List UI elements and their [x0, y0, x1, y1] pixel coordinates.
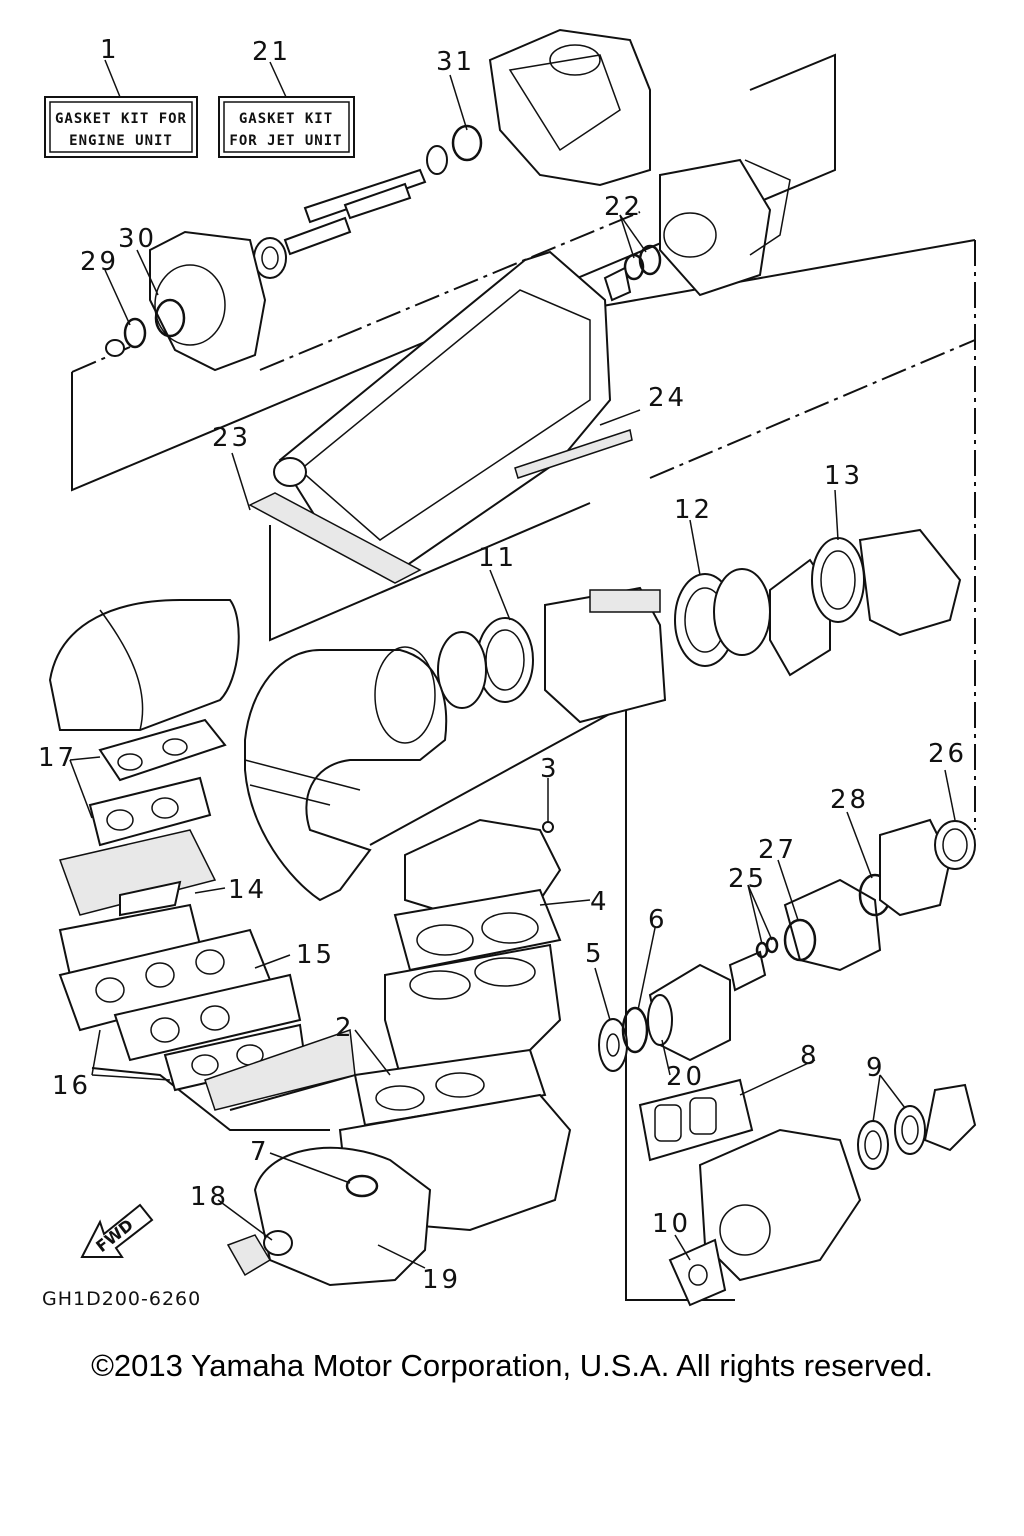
callout-26: 26 [928, 739, 967, 769]
callout-29: 29 [80, 247, 119, 277]
callout-25: 25 [728, 864, 767, 894]
callout-14: 14 [228, 875, 267, 905]
exhaust-system [437, 528, 962, 724]
callout-27: 27 [758, 835, 797, 865]
forward-arrow-icon: FWD [80, 1203, 154, 1258]
callout-5: 5 [585, 939, 605, 969]
copyright-notice: ©2013 Yamaha Motor Corporation, U.S.A. A… [91, 1348, 933, 1383]
callout-8: 8 [800, 1041, 820, 1071]
callout-17: 17 [38, 743, 77, 773]
intake-duct [248, 250, 633, 584]
exhaust-pipe [48, 599, 448, 902]
jet-pump-housing [488, 28, 791, 302]
leader-lines [69, 59, 956, 1269]
kit-engine-line2: ENGINE UNIT [69, 133, 173, 149]
callout-labels: 1 21 31 22 30 29 24 23 13 12 11 26 3 17 … [38, 35, 967, 1295]
callout-13: 13 [824, 461, 863, 491]
callout-12: 12 [674, 495, 713, 525]
callout-24: 24 [648, 383, 687, 413]
impeller-housing [105, 230, 267, 372]
kit-jet-line2: FOR JET UNIT [229, 133, 342, 149]
flywheel-cover [226, 1146, 432, 1287]
callout-22: 22 [604, 192, 643, 222]
callout-21: 21 [252, 37, 291, 67]
kit-jet-line1: GASKET KIT [239, 111, 333, 127]
callout-20: 20 [666, 1062, 705, 1092]
kit-engine-line1: GASKET KIT FOR [55, 111, 187, 127]
callout-2: 2 [335, 1013, 355, 1043]
callout-4: 4 [590, 887, 610, 917]
callout-6: 6 [648, 905, 668, 935]
callout-1: 1 [100, 35, 120, 65]
callout-30: 30 [118, 224, 157, 254]
diagram-code: GH1D200-6260 [42, 1288, 201, 1310]
callout-31: 31 [436, 47, 475, 77]
o-ring-31 [451, 124, 483, 162]
exhaust-manifold-lower [638, 1078, 977, 1307]
engine-block [338, 818, 572, 1232]
callout-28: 28 [830, 785, 869, 815]
crank-coupler [598, 818, 976, 1072]
callout-18: 18 [190, 1182, 229, 1212]
callout-15: 15 [296, 940, 335, 970]
callout-9: 9 [866, 1053, 886, 1083]
gasket-kit-engine-unit: GASKET KIT FOR ENGINE UNIT [44, 96, 198, 158]
callout-10: 10 [652, 1209, 691, 1239]
callout-16: 16 [52, 1071, 91, 1101]
callout-3: 3 [540, 754, 560, 784]
drive-shaft [253, 124, 483, 279]
callout-23: 23 [212, 423, 251, 453]
intake-manifold-stack [58, 718, 356, 1111]
gasket-kit-jet-unit: GASKET KIT FOR JET UNIT [218, 96, 355, 158]
callout-19: 19 [422, 1265, 461, 1295]
callout-7: 7 [250, 1137, 270, 1167]
callout-11: 11 [478, 543, 517, 573]
